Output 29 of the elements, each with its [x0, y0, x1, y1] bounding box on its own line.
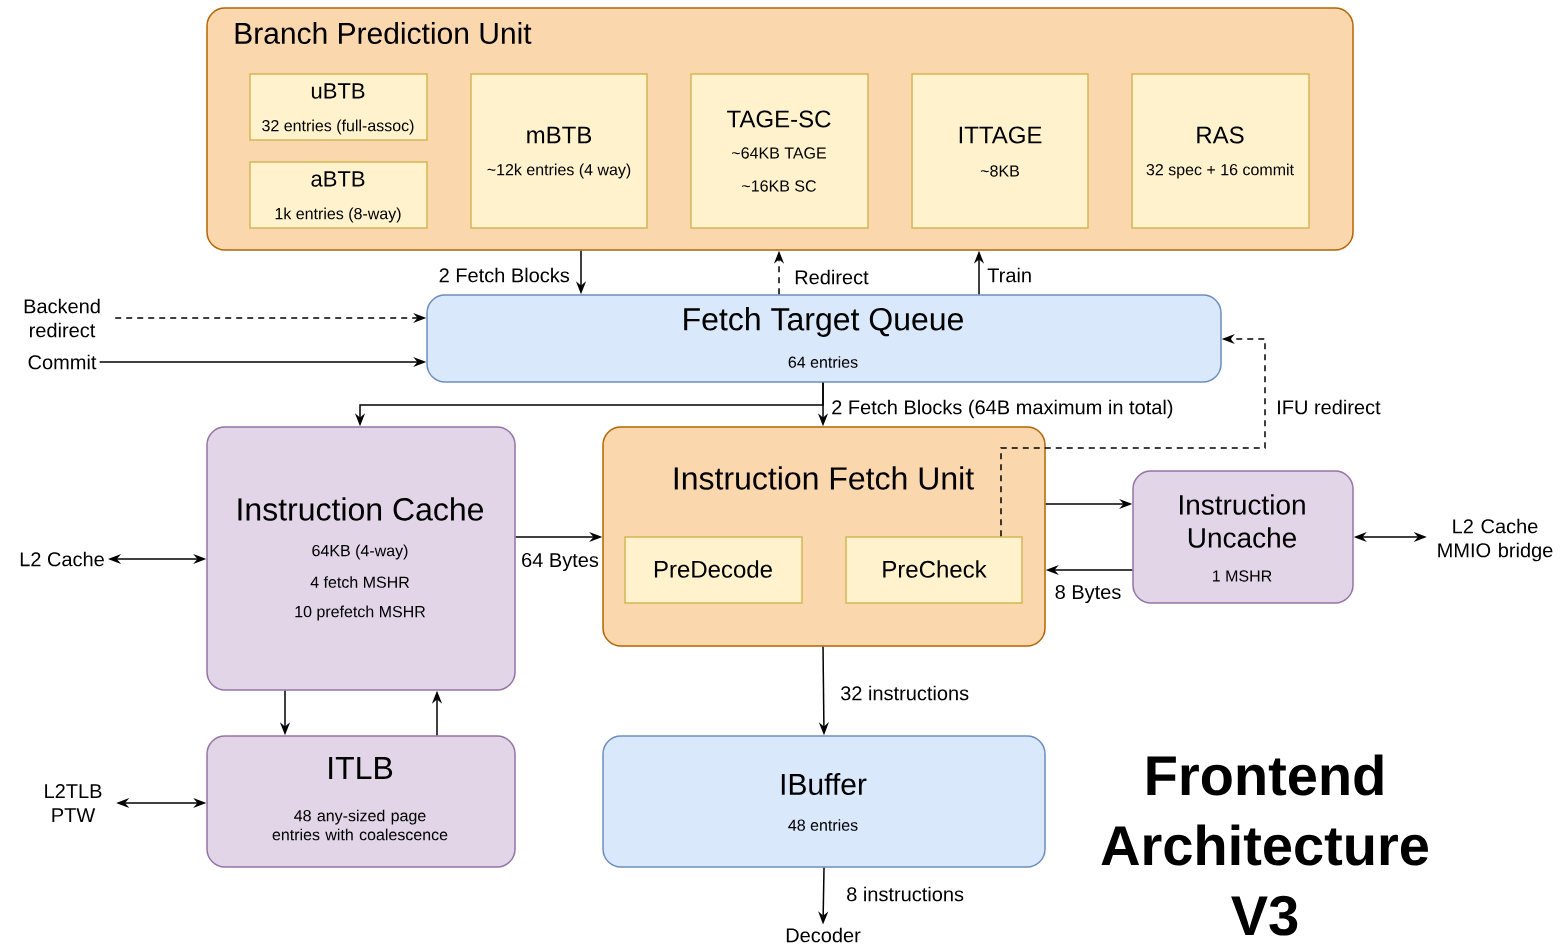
edge-label: 2 Fetch Blocks — [436, 265, 572, 285]
edge-label: IFU redirect — [1274, 397, 1383, 417]
predictor-box: mBTB ~12k entries (4 way) — [470, 73, 648, 229]
port-label: L2TLB PTW — [45, 784, 102, 822]
predictor-box: TAGE-SC ~64KB TAGE ~16KB SC — [690, 73, 869, 229]
edge-label: Train — [985, 265, 1035, 285]
edge-label: 32 instructions — [838, 683, 972, 703]
port-label: Commit — [28, 354, 97, 370]
predictor-box: aBTB 1k entries (8-way) — [249, 161, 428, 229]
cache-box: Instruction Uncache 1 MSHR — [1132, 470, 1354, 604]
stage-box: PreDecode — [624, 536, 803, 604]
stage-box: PreCheck — [845, 536, 1023, 604]
edge-label: 2 Fetch Blocks (64B maximum in total) — [829, 397, 1176, 421]
port-label: L2 Cache MMIO bridge — [1438, 518, 1553, 562]
cache-box: Instruction Cache 64KB (4-way) 4 fetch MSHR 10 prefetch MSHR — [206, 426, 516, 691]
port-label: Backend redirect — [24, 298, 100, 338]
buffer-box: IBuffer 48 entries — [602, 735, 1046, 868]
edge-label: 8 instructions — [844, 884, 967, 904]
diagram-title: Frontend Architecture V3 — [1101, 754, 1428, 936]
queue-box: Fetch Target Queue 64 entries — [426, 294, 1222, 383]
tlb-box: ITLB 48 any-sized page entries with coalescence — [206, 735, 516, 868]
predictor-box: uBTB 32 entries (full-assoc) — [249, 73, 428, 141]
port-label: L2 Cache — [20, 551, 104, 567]
edge-label: 8 Bytes — [1052, 582, 1124, 606]
port-label: Decoder — [786, 927, 861, 943]
edge-label: 64 Bytes — [519, 550, 601, 574]
predictor-box: RAS 32 spec + 16 commit — [1131, 73, 1310, 229]
edge-label: Redirect — [792, 267, 871, 287]
predictor-box: ITTAGE ~8KB — [911, 73, 1089, 229]
